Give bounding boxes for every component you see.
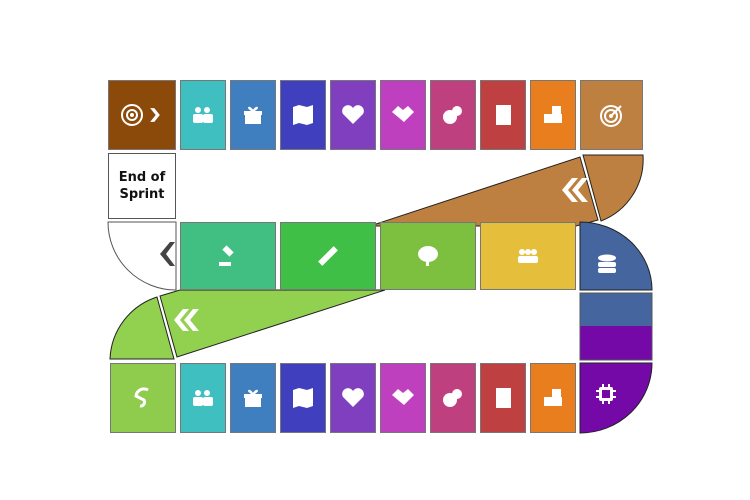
users-icon <box>193 107 213 123</box>
bottom-row-tile <box>530 363 576 433</box>
purple-connector <box>580 326 652 360</box>
blue-quarter <box>579 221 653 291</box>
top-row-tile <box>430 80 476 150</box>
top-row-tile <box>330 80 376 150</box>
double-chevron-left-icon <box>174 309 199 331</box>
chevron-left-icon <box>160 242 175 266</box>
gears-icon <box>443 106 462 124</box>
handshake-icon <box>392 389 414 405</box>
database-icon <box>598 254 616 273</box>
gift-icon <box>244 106 262 124</box>
bottom-row-tile <box>280 363 326 433</box>
top-row-tile <box>180 80 226 150</box>
start-tile <box>108 80 176 150</box>
bottom-row-tile <box>480 363 526 433</box>
bottom-row-tile <box>230 363 276 433</box>
end-of-sprint-label: End of Sprint <box>108 153 176 219</box>
top-row-tile <box>480 80 526 150</box>
receipt-icon <box>496 388 511 408</box>
double-chevron-left-icon <box>562 178 588 202</box>
bottom-row-tile <box>380 363 426 433</box>
finish-tile <box>580 80 643 150</box>
map-icon <box>293 105 313 125</box>
users-icon <box>193 390 213 406</box>
chevron-right-icon <box>150 108 160 122</box>
top-row-tile <box>380 80 426 150</box>
top-row-tile <box>230 80 276 150</box>
bottom-start-tile <box>110 363 176 433</box>
cash-register-icon <box>544 106 562 123</box>
gift-icon <box>244 389 262 407</box>
top-row-tile <box>280 80 326 150</box>
middle-row-tile <box>380 222 476 290</box>
cash-register-icon <box>544 389 562 406</box>
radar-icon <box>121 104 143 126</box>
bottom-row-tile <box>180 363 226 433</box>
team-icon <box>518 249 538 263</box>
green-quarter <box>109 296 175 360</box>
white-quarter <box>107 221 177 291</box>
map-icon <box>293 388 313 408</box>
middle-row-tile <box>480 222 576 290</box>
middle-row-tile <box>280 222 376 290</box>
chip-icon <box>596 384 616 404</box>
ruler-icon <box>318 246 338 266</box>
brown-quarter <box>582 154 644 222</box>
receipt-icon <box>496 105 511 125</box>
blue-connector <box>580 293 652 327</box>
bottom-row-tile <box>330 363 376 433</box>
middle-row-tile <box>180 222 276 290</box>
target-icon <box>599 105 622 127</box>
sync-icon <box>134 387 149 408</box>
gavel-icon <box>219 245 234 266</box>
heart-icon <box>342 105 364 124</box>
brain-icon <box>418 246 438 266</box>
bottom-row-tile <box>430 363 476 433</box>
heart-icon <box>342 388 364 407</box>
top-row-tile <box>530 80 576 150</box>
handshake-icon <box>392 106 414 122</box>
green-ramp <box>159 289 386 358</box>
gears-icon <box>443 389 462 407</box>
